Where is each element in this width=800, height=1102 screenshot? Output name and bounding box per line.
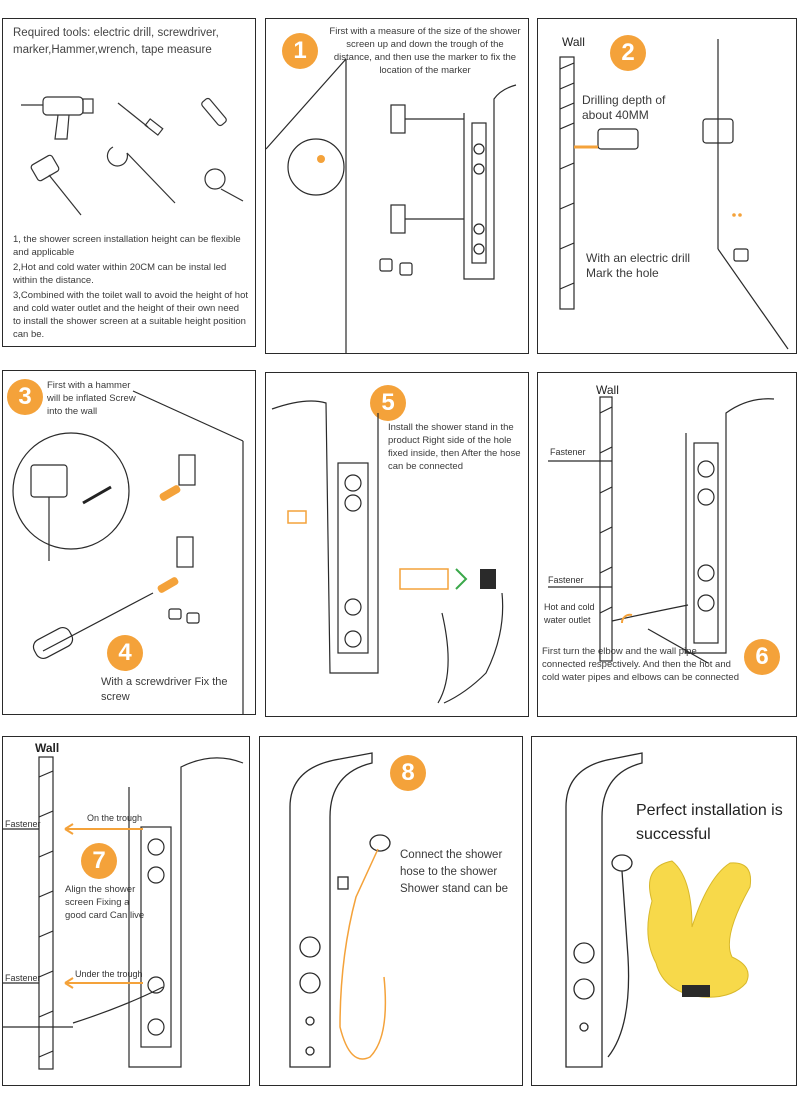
drill-icon: [21, 96, 94, 140]
step-8-text: Connect the shower hose to the shower Sh…: [400, 849, 509, 895]
tape-measure-icon: [204, 168, 244, 202]
victory-hand-icon: [647, 860, 752, 998]
step-7-fastener-bottom: Fastener: [5, 973, 41, 983]
step-7-wall-label: Wall: [35, 741, 60, 755]
step-6-fastener-bottom: Fastener: [548, 575, 584, 585]
step-5-badge: 5: [370, 385, 406, 421]
step-7-illustration: [3, 756, 244, 1070]
marker-dot-icon: [317, 155, 325, 163]
panel-step-7: Wall Fastener Fastener On the trough Und…: [2, 736, 250, 1086]
panel-step-6: Wall Fastener Fastener Hot and cold wate…: [537, 372, 797, 717]
step-1-badge: 1: [282, 33, 318, 69]
final-text: Perfect installation is successful: [636, 802, 783, 843]
step-8-illustration: [289, 752, 391, 1068]
note-2: 2,Hot and cold water within 20CM can be …: [13, 262, 227, 286]
step-3-4-illustration: [12, 390, 244, 714]
step-6-outlet: Hot and cold water outlet: [544, 602, 595, 625]
step-3-badge: 3: [7, 379, 43, 415]
hammer-icon: [30, 154, 82, 216]
step-7-text: Align the shower screen Fixing a good ca…: [65, 884, 145, 921]
step-6-text: First turn the elbow and the wall pipe c…: [542, 646, 739, 683]
final-illustration: [565, 752, 752, 1068]
step-1-text: First with a measure of the size of the …: [329, 26, 521, 76]
step-2-text: With an electric drill Mark the hole: [586, 251, 691, 280]
step-2-depth: Drilling depth of about 40MM: [582, 93, 666, 122]
tools-illustration: [21, 96, 244, 216]
shower-hose-icon: [339, 848, 387, 1060]
step-7-under-trough: Under the trough: [75, 969, 143, 979]
step-4-badge: 4: [107, 635, 143, 671]
arrow-icon: [82, 485, 112, 505]
step-4-text: With a screwdriver Fix the screw: [101, 676, 228, 703]
step-7-on-trough: On the trough: [87, 813, 143, 823]
wrench-icon: [106, 146, 176, 204]
step-6-illustration: [548, 396, 775, 664]
step-7-fastener-top: Fastener: [5, 819, 41, 829]
step-6-fastener-top: Fastener: [550, 447, 586, 457]
panel-step-5: 5 Install the shower stand in the produc…: [265, 372, 529, 717]
step-1-illustration: [266, 58, 517, 353]
step-5-text: Install the shower stand in the product …: [388, 422, 521, 472]
step-8-badge: 8: [390, 755, 426, 791]
step-2-illustration: [559, 39, 789, 350]
note-1: 1, the shower screen installation height…: [13, 234, 241, 258]
step-2-badge: 2: [610, 35, 646, 71]
panel-tools: Required tools: electric drill, screwdri…: [2, 18, 256, 347]
panel-final: Perfect installation is successful: [531, 736, 797, 1086]
step-7-badge: 7: [81, 843, 117, 879]
panel-step-2: Wall 2 Drilling depth of about 40MM With…: [537, 18, 797, 354]
marker-icon: [201, 97, 227, 127]
step-2-wall-label: Wall: [562, 35, 585, 49]
step-3-text: First with a hammer will be inflated Scr…: [47, 380, 136, 417]
step-5-illustration: [271, 400, 504, 704]
panel-step-8: 8 Connect the shower hose to the shower …: [259, 736, 523, 1086]
panel-step-1: 1 First with a measure of the size of th…: [265, 18, 529, 354]
panel-step-3-4: 3 First with a hammer will be inflated S…: [2, 370, 256, 715]
tools-title: Required tools: electric drill, screwdri…: [13, 27, 219, 56]
note-3: 3,Combined with the toilet wall to avoid…: [13, 290, 249, 340]
step-6-badge: 6: [744, 639, 780, 675]
screwdriver-icon: [117, 102, 164, 136]
step-6-wall-label: Wall: [596, 383, 619, 397]
washer-icon: [455, 568, 468, 590]
